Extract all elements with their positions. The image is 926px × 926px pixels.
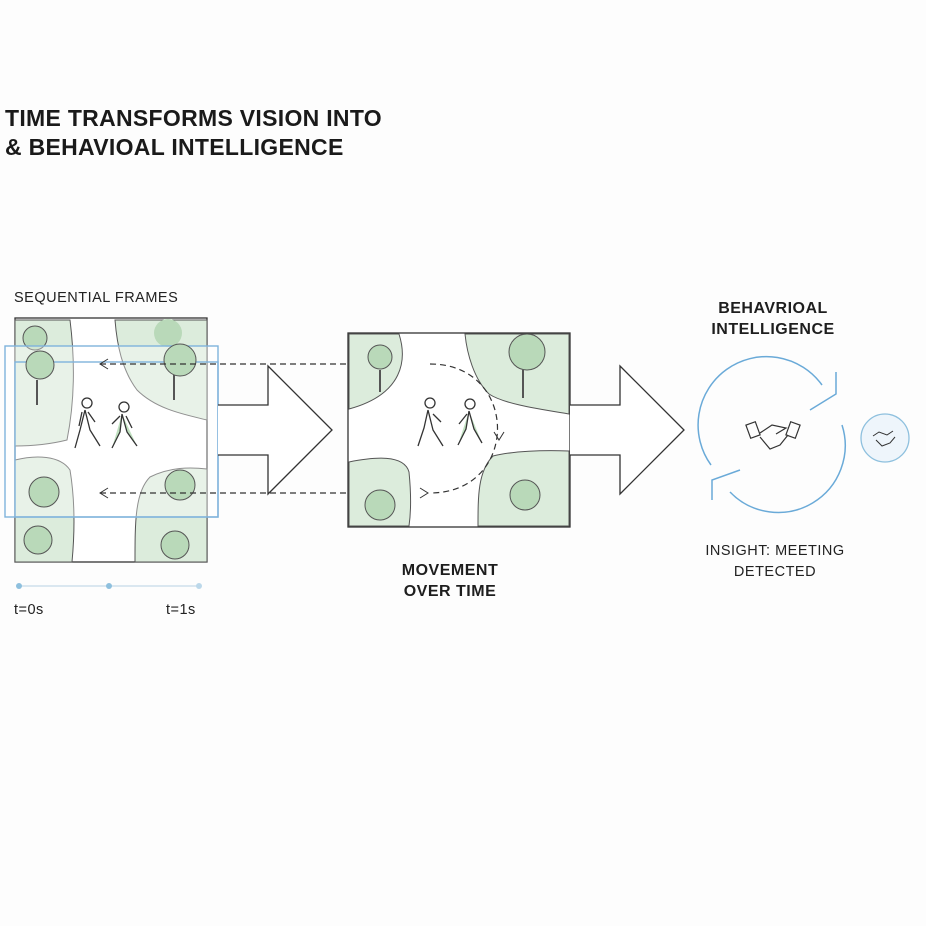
person-walking-icon [111, 401, 138, 449]
sequential-frames [4, 317, 430, 563]
insight-line-2: DETECTED [733, 564, 817, 580]
person-walking-icon [457, 398, 483, 446]
intelligence-label: BEHAVRIOAL INTELLIGENCE [683, 298, 863, 340]
flow-arrow-1 [218, 364, 333, 496]
timeline-end-label: t=1s [166, 602, 196, 618]
movement-frame [347, 332, 571, 528]
movement-line-1: MOVEMENT [401, 562, 499, 579]
insight-label: INSIGHT: MEETING DETECTED [675, 541, 875, 583]
intelligence-line-2: INTELLIGENCE [711, 321, 835, 338]
sequential-frames-label: SEQUENTIAL FRAMES [14, 290, 179, 306]
intelligence-line-1: BEHAVRIOAL [718, 300, 828, 317]
timeline-start-label: t=0s [14, 602, 44, 618]
page-title: TIME TRANSFORMS VISION INTO & BEHAVIOAL … [5, 104, 382, 162]
title-line-2: & BEHAVIOAL INTELLIGENCE [5, 134, 344, 160]
handshake-icon [745, 420, 801, 450]
movement-line-2: OVER TIME [403, 583, 497, 600]
title-line-1: TIME TRANSFORMS VISION INTO [5, 105, 382, 131]
meeting-detected-badge [860, 413, 910, 463]
flow-arrow-2 [570, 364, 685, 496]
timeline [16, 583, 202, 589]
person-walking-icon [417, 397, 444, 447]
movement-label: MOVEMENT OVER TIME [370, 560, 530, 602]
person-walking-icon [74, 397, 101, 449]
cycle-arrows-icon [697, 355, 846, 514]
insight-line-1: INSIGHT: MEETING [705, 543, 845, 559]
